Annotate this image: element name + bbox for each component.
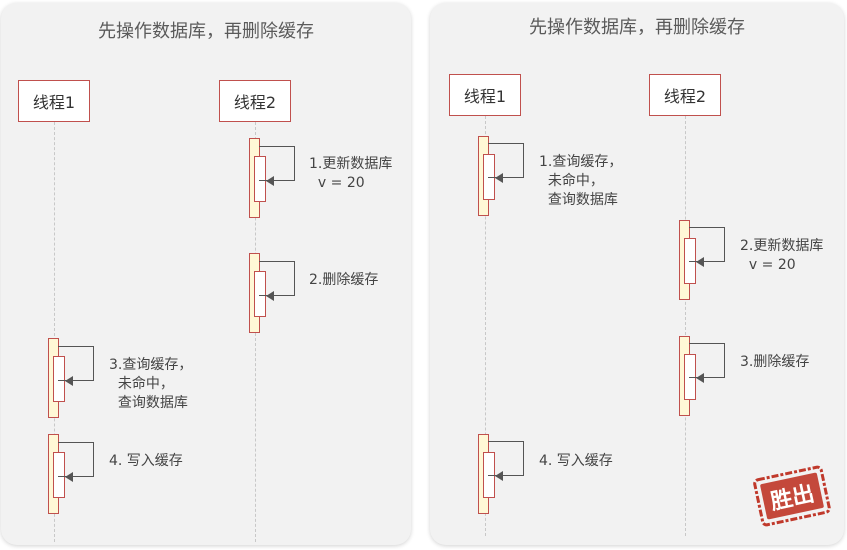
left-step3-arrow-icon — [65, 376, 73, 386]
right-diagram-title: 先操作数据库，再删除缓存 — [529, 17, 745, 38]
right-thread1-lifeline — [485, 116, 486, 536]
left-step2-self-message — [259, 261, 295, 296]
left-step4-self-message — [58, 442, 94, 477]
right-step4-self-message — [488, 441, 524, 476]
left-step4-inner-activation — [53, 452, 65, 498]
left-thread1-lifeline — [54, 122, 55, 542]
right-step3-self-message — [689, 343, 725, 378]
left-step2-arrow-icon — [266, 291, 274, 301]
right-step3-arrow-icon — [696, 373, 704, 383]
right-step2-self-message — [689, 227, 725, 262]
right-step1-label: 1.查询缓存， 未命中， 查询数据库 — [539, 154, 623, 208]
left-step2-inner-activation — [254, 271, 266, 317]
left-step3-inner-activation — [53, 356, 65, 402]
left-thread1-box: 线程1 — [18, 80, 90, 122]
left-step1-inner-activation — [254, 156, 266, 202]
right-step3-label: 3.删除缓存 — [740, 354, 810, 370]
left-step1-arrow-icon — [266, 176, 274, 186]
right-step2-arrow-icon — [696, 257, 704, 267]
left-thread2-box: 线程2 — [219, 80, 291, 122]
left-step4-label: 4. 写入缓存 — [109, 453, 183, 469]
winner-stamp-icon: 胜出 — [753, 465, 831, 527]
right-thread2-lifeline — [685, 116, 686, 536]
left-step3-label: 3.查询缓存， 未命中， 查询数据库 — [109, 357, 193, 411]
right-step4-arrow-icon — [495, 471, 503, 481]
left-step1-self-message — [259, 146, 295, 181]
right-step4-label: 4. 写入缓存 — [539, 453, 613, 469]
left-step1-label: 1.更新数据库 v = 20 — [309, 156, 393, 191]
left-panel: 先操作数据库，再删除缓存 线程1 线程2 1.更新数据库 v = 20 2.删除… — [1, 3, 411, 545]
right-step1-self-message — [488, 143, 524, 178]
left-step4-arrow-icon — [65, 472, 73, 482]
right-thread2-box: 线程2 — [649, 74, 721, 116]
left-step3-self-message — [58, 346, 94, 381]
right-step1-arrow-icon — [495, 173, 503, 183]
right-step2-label: 2.更新数据库 v = 20 — [740, 238, 824, 273]
right-thread1-box: 线程1 — [449, 74, 521, 116]
left-diagram-title: 先操作数据库，再删除缓存 — [98, 21, 314, 42]
left-step2-label: 2.删除缓存 — [309, 272, 379, 288]
right-panel: 先操作数据库，再删除缓存 线程1 线程2 1.查询缓存， 未命中， 查询数据库 … — [430, 3, 844, 545]
